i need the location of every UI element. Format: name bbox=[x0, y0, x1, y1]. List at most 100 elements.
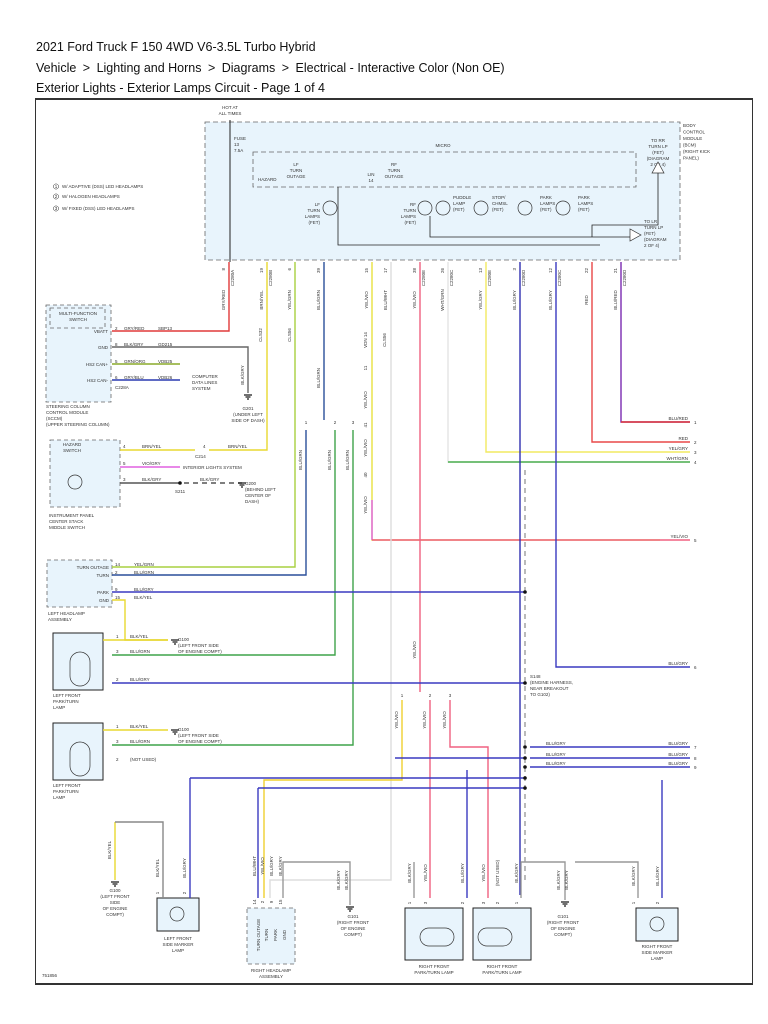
bcm-pin-number: 15 bbox=[364, 268, 369, 274]
wire-color-label: YEL/VIO bbox=[412, 291, 417, 309]
mfs-label: SWITCH bbox=[69, 317, 87, 322]
internal-bus bbox=[429, 216, 630, 238]
wire-blu-grn-opt1 bbox=[112, 430, 307, 576]
right-headlamp-label: RIGHT HEADLAMP bbox=[251, 968, 291, 973]
rf-turn-outage-label: TURN bbox=[388, 168, 401, 173]
offpage-reference-b-icon[interactable] bbox=[629, 228, 642, 242]
bcm-label: BODY bbox=[683, 123, 696, 128]
connector-id: C214 bbox=[195, 454, 206, 459]
g100-label: OF ENGINE bbox=[103, 906, 128, 911]
headlamp-pin-number: 2 bbox=[260, 900, 265, 903]
fuse-label: FUSE bbox=[234, 136, 246, 141]
headlamp-pin-number: 9 bbox=[269, 900, 274, 903]
left-headlamp-label: ASSEMBLY bbox=[48, 617, 72, 622]
connector-id: C2280D bbox=[521, 269, 526, 286]
circuit-label: CLS56 bbox=[382, 333, 387, 347]
wire-color-label: BLK/GRY bbox=[142, 477, 161, 482]
bcm-pin-number: 21 bbox=[613, 268, 618, 274]
park-fet-1-label: LAMPS bbox=[540, 201, 555, 206]
edge-ref-number: 7 bbox=[694, 745, 697, 750]
fet-icon bbox=[555, 200, 571, 216]
sccm-pin-number: 6 bbox=[115, 375, 118, 380]
edge-ref-number: 2 bbox=[694, 440, 697, 445]
wire-color-label: BLU/GRY bbox=[460, 863, 465, 883]
legend-num: 1 bbox=[55, 184, 58, 189]
wire-color-label: BRN/YEL bbox=[142, 444, 162, 449]
lf-turn-fet-label: LF bbox=[315, 202, 321, 207]
g201-label: (UNDER LEFT bbox=[233, 412, 263, 417]
option-marker-icon bbox=[53, 183, 59, 190]
sccm-pin-name: VBATT bbox=[94, 329, 108, 334]
wire-color-label: BLU/GRN bbox=[316, 290, 321, 310]
wire-color-label: YEL/VIO bbox=[363, 439, 368, 457]
stop-fet-label: (FET) bbox=[492, 207, 504, 212]
circuit-label: VDN 14 bbox=[363, 332, 368, 348]
headlamp-pin-number: 14 bbox=[252, 899, 257, 905]
rf-side-marker-label: LAMP bbox=[651, 956, 663, 961]
rf-park-turn-lamp-1-box bbox=[404, 907, 464, 961]
wire-color-label: BLU/GRY bbox=[512, 290, 517, 310]
wire-blu-grn-opt2 bbox=[112, 430, 336, 656]
bcm-pin-number: 6 bbox=[287, 268, 292, 271]
wire-color-label: RED bbox=[584, 295, 589, 305]
wire-color-label: YEL/VIO bbox=[422, 711, 427, 729]
splice-dot bbox=[523, 681, 527, 685]
wire-color-label: GRY/RED bbox=[221, 289, 226, 310]
lin-label: LIN bbox=[367, 172, 374, 177]
to-lr-turn-label: TO LR bbox=[644, 219, 658, 224]
wire-color-label: BLU/WHT bbox=[252, 856, 257, 877]
bcm-pin-number: 26 bbox=[440, 268, 445, 274]
connector-id: C2280A bbox=[230, 270, 235, 286]
lamp-bulb-icon bbox=[419, 927, 455, 947]
to-rr-turn-label: TO RR bbox=[651, 138, 666, 143]
lf-turn-outage-label: OUTAGE bbox=[287, 174, 306, 179]
lf-park-turn-label: LEFT FRONT bbox=[53, 783, 81, 788]
lamp-pin-number: 3 bbox=[481, 901, 486, 904]
connector-id: C228A bbox=[115, 385, 129, 390]
wire-blk-gry bbox=[520, 861, 566, 900]
wire-color-label: YEL/VIO bbox=[442, 711, 447, 729]
breadcrumb-item[interactable]: Diagrams bbox=[221, 61, 276, 75]
to-rr-turn-label: TURN LP bbox=[648, 144, 667, 149]
breadcrumb-item[interactable]: Lighting and Horns bbox=[96, 61, 202, 75]
internal-bus bbox=[337, 187, 600, 246]
wire-color-label: GRY/BLU bbox=[124, 375, 144, 380]
wire-color-label: BLU/GRY bbox=[134, 587, 154, 592]
wire-blu-red bbox=[620, 262, 690, 423]
wire-color-label: BLU/GRY bbox=[668, 761, 688, 766]
bcm-pin-number: 13 bbox=[478, 268, 483, 274]
mfs-box bbox=[49, 307, 106, 329]
g200-label: G200 bbox=[245, 481, 257, 486]
bcm-pin-number: 22 bbox=[584, 268, 589, 274]
s148-label: (ENGINE HARNESS, bbox=[530, 680, 573, 685]
g100-label: COMPT) bbox=[106, 912, 124, 917]
g100-label: (LEFT FRONT SIDE bbox=[178, 733, 219, 738]
to-lr-turn-label: 2 OF 4) bbox=[644, 243, 660, 248]
wire-gry-red bbox=[112, 262, 230, 332]
wire-color-label: YEL/VIO bbox=[423, 864, 428, 882]
lamp-pin-number: 1 bbox=[514, 901, 519, 904]
wire-yel-vio-opt1 bbox=[263, 700, 403, 898]
wire-color-label: YEL/GRN bbox=[287, 290, 292, 310]
fuse-label: 13 bbox=[234, 142, 240, 147]
wire-color-label: BLU/GRY bbox=[182, 858, 187, 878]
rf-park-turn-label: RIGHT FRONT bbox=[487, 964, 518, 969]
wire-blu-grn-opt3 bbox=[112, 430, 354, 746]
rf-park-turn-label: RIGHT FRONT bbox=[419, 964, 450, 969]
g201-label: G201 bbox=[242, 406, 254, 411]
bcm-pin-number: 39 bbox=[316, 268, 321, 274]
bcm-pin-number: 19 bbox=[259, 268, 264, 274]
wire-color-label: YEL/VIO bbox=[260, 857, 265, 875]
option-marker-icon bbox=[53, 205, 59, 212]
g100-label: G100 bbox=[178, 637, 190, 642]
left-headlamp-box bbox=[46, 559, 113, 608]
option-mark: 2 bbox=[429, 693, 432, 698]
g200-label: DASH) bbox=[245, 499, 260, 504]
rf-park-turn-lamp-2-box bbox=[472, 907, 532, 961]
breadcrumb-item[interactable]: Vehicle bbox=[36, 61, 77, 75]
lf-side-marker-label: LAMP bbox=[172, 948, 184, 953]
bcm-pin-number: 38 bbox=[412, 268, 417, 274]
breadcrumb-item[interactable]: Electrical - Interactive Color (Non OE) bbox=[295, 61, 505, 75]
wire-color-label: BLK/GRY bbox=[200, 477, 219, 482]
